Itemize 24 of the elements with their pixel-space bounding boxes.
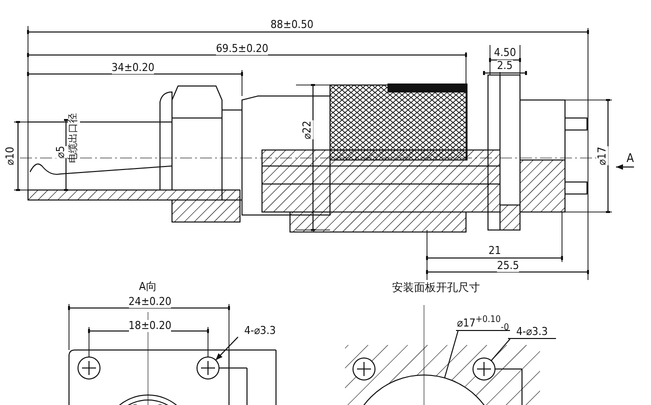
view-title: A向: [139, 281, 157, 293]
dimension-label: ⌀17: [596, 146, 608, 166]
callout-text: 电缆出口径: [68, 113, 80, 163]
dimension-label: 69.5±0.20: [216, 43, 268, 55]
view-title: 安装面板开孔尺寸: [392, 282, 480, 294]
leader-text: 4-⌀3.3: [508, 325, 556, 339]
dimension-label: ⌀5: [55, 146, 68, 158]
leader-line: [444, 330, 458, 378]
dimension-label: ⌀22: [300, 120, 313, 140]
leader-line: [490, 338, 510, 362]
dimension-label: 88±0.50: [270, 19, 314, 31]
mounting-hole: [196, 356, 220, 380]
dimension-label: 34±0.20: [112, 62, 154, 74]
dimension-label: 18±0.20: [128, 320, 172, 332]
dimension-label: 21: [488, 245, 502, 257]
dimension-label: 25.5: [497, 260, 520, 272]
mounting-hole: [472, 357, 496, 381]
view-marker: A: [626, 152, 634, 164]
leader-text: 4-⌀3.3: [236, 324, 284, 338]
dimension-label: 24±0.20: [128, 296, 172, 308]
dimension-label: ⌀10: [4, 146, 16, 166]
dimension-label: 4.50: [494, 47, 516, 59]
leader-line: [215, 336, 238, 361]
dimension-label: 2.5: [497, 60, 513, 72]
